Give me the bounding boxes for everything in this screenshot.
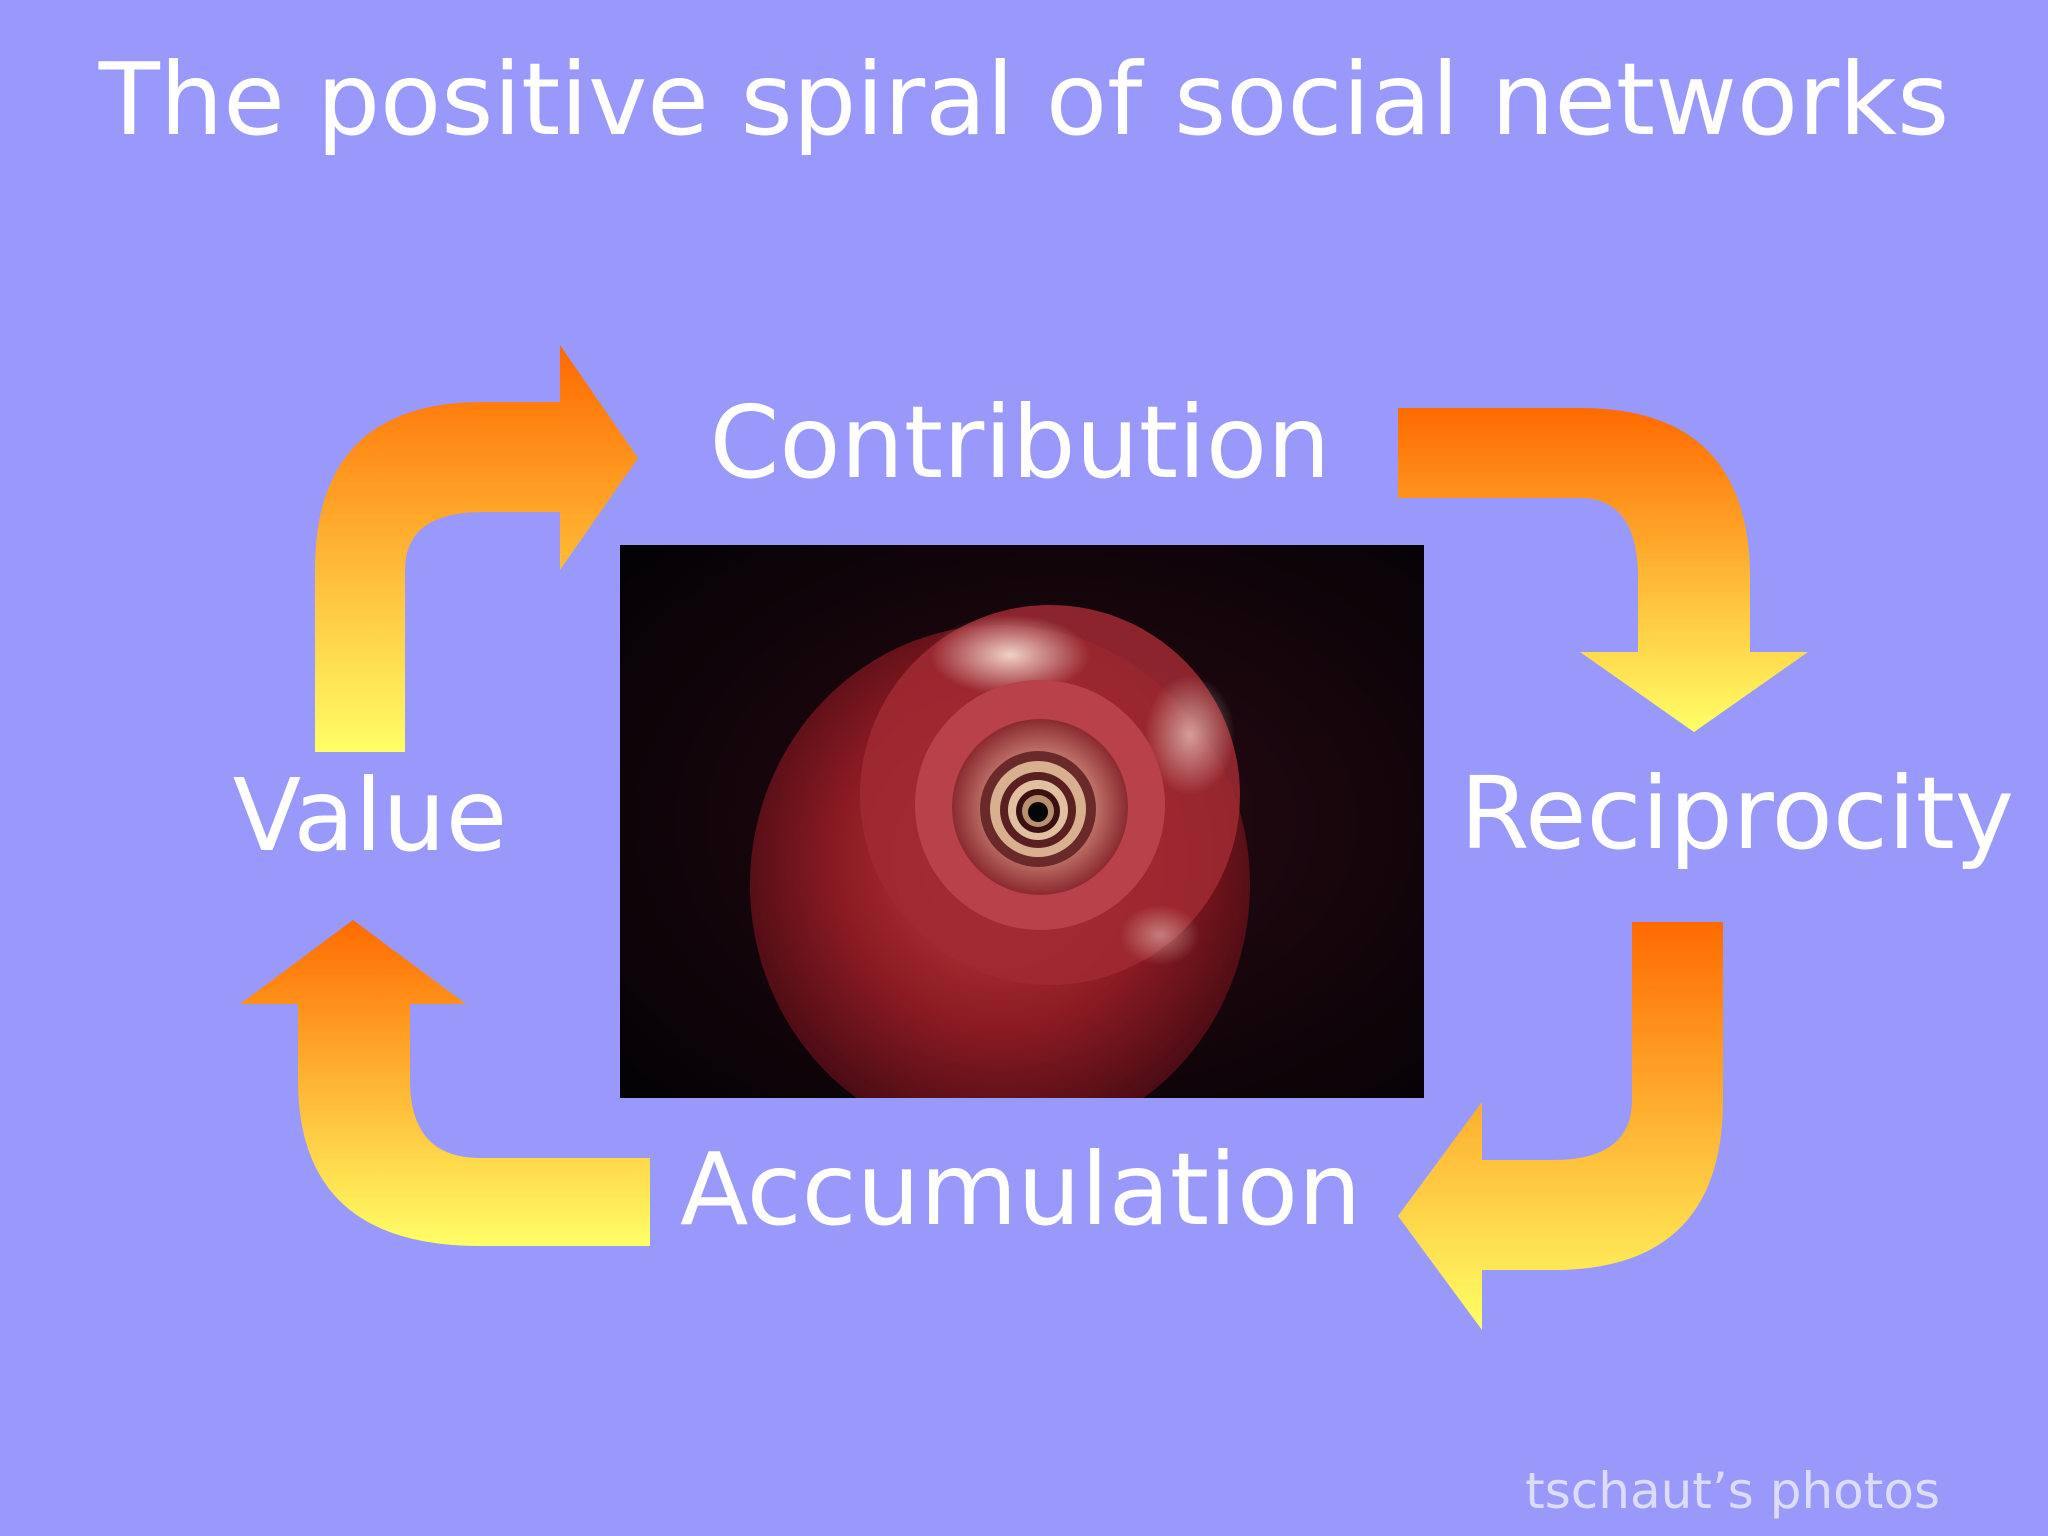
arrow-value-to-contribution-icon [315, 345, 638, 752]
stage-label-reciprocity: Reciprocity [1460, 755, 2015, 872]
slide-title: The positive spiral of social networks [98, 41, 1950, 158]
arrow-contribution-to-reciprocity-icon [1398, 408, 1808, 732]
stage-label-value: Value [232, 757, 508, 874]
stage-label-contribution: Contribution [709, 384, 1331, 501]
arrow-accumulation-to-value-icon [240, 920, 650, 1246]
photo-credit: tschaut’s photos [1525, 1462, 1940, 1520]
arrow-reciprocity-to-accumulation-icon [1398, 922, 1723, 1330]
stage-label-accumulation: Accumulation [680, 1131, 1362, 1248]
spiral-shell-photo [620, 545, 1424, 1098]
